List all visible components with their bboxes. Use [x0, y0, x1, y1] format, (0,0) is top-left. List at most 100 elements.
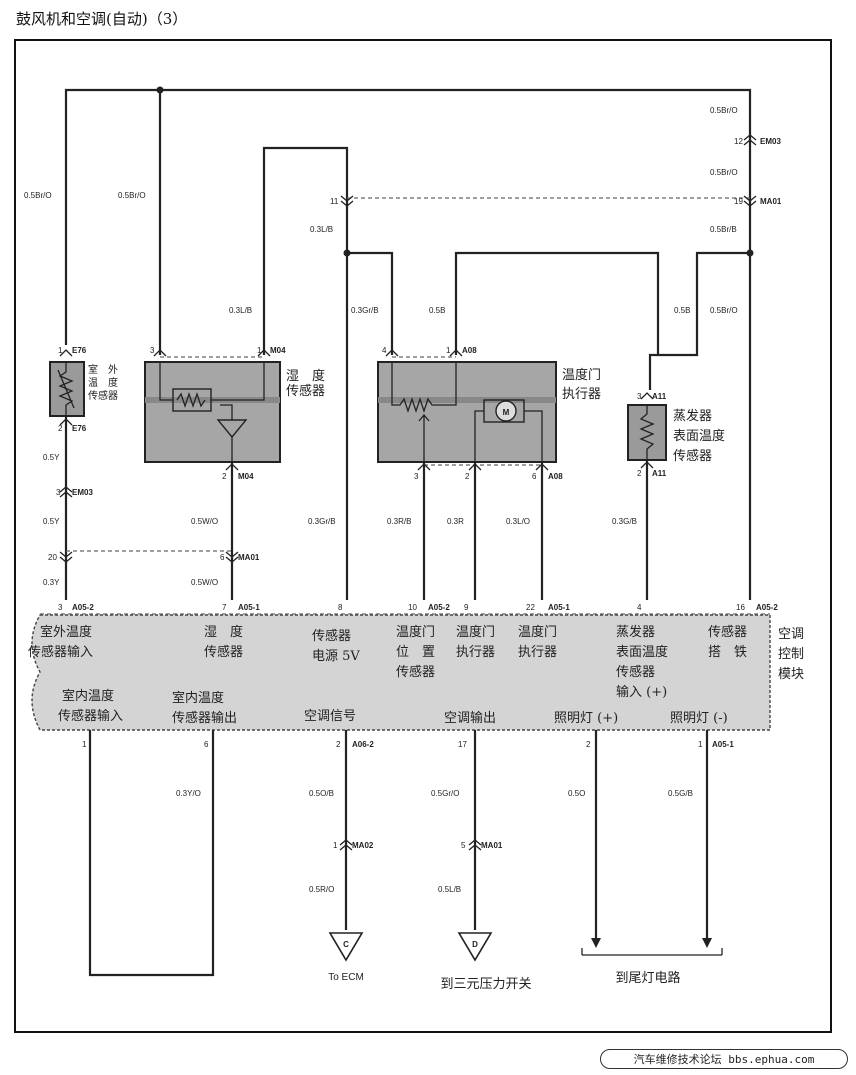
wire-label: 0.5B	[429, 306, 445, 315]
wire-label: 0.5O	[568, 789, 585, 798]
module-pin-label: 传感器	[396, 664, 435, 680]
wire-label: 0.5Gr/O	[431, 789, 459, 798]
pin-number: 2	[58, 424, 63, 433]
module-pin-label: 传感器	[616, 664, 655, 680]
module-pin-label: 温度门	[456, 624, 495, 640]
pin-number: 16	[736, 603, 745, 612]
pin-number: 9	[464, 603, 469, 612]
pin-number: 1	[698, 740, 703, 749]
outside-sensor-label: 室 外	[88, 363, 118, 376]
wire-label: 0.5W/O	[191, 578, 218, 587]
module-pin-label: 照明灯 (+)	[554, 711, 618, 726]
wire-label: 0.5W/O	[191, 517, 218, 526]
module-pin-label: 输入 (+)	[616, 684, 667, 700]
wire-label: 0.5Br/O	[710, 306, 738, 315]
pin-number: 10	[408, 603, 417, 612]
connector-id: A06-2	[352, 740, 374, 749]
bottom-wiring	[88, 730, 723, 977]
pin-number: 3	[414, 472, 419, 481]
humidity-sensor	[144, 349, 281, 600]
connector-id: A11	[652, 469, 667, 478]
wire-label: 0.3Gr/B	[351, 306, 379, 315]
connector-id: MA01	[481, 841, 503, 850]
connector-c-letter: C	[343, 940, 349, 949]
pin-number: 2	[336, 740, 341, 749]
pin-number: 1	[446, 346, 451, 355]
module-label: 控制	[778, 647, 804, 662]
humidity-sensor-label: 传感器	[286, 383, 325, 399]
temp-door-label: 温度门	[562, 367, 601, 383]
connector-id: EM03	[72, 488, 93, 497]
humidity-sensor-label: 湿 度	[286, 368, 325, 384]
wire-label: 0.5B	[674, 306, 690, 315]
connector-id: A08	[462, 346, 477, 355]
wire-label: 0.5Br/O	[24, 191, 52, 200]
wire-label: 0.5G/B	[668, 789, 693, 798]
temp-door-actuator: M	[377, 349, 557, 600]
outside-sensor-label: 传感器	[88, 389, 118, 402]
wire-label: 0.3Y	[43, 578, 60, 587]
pin-number: 3	[637, 392, 642, 401]
pin-number: 2	[637, 469, 642, 478]
connector-id: MA01	[760, 197, 782, 206]
module-text: 空调 控制 模块 室外温度 传感器输入 湿 度 传感器 传感器 电源 5V 温度…	[28, 624, 804, 726]
module-pin-label: 传感器	[204, 644, 243, 660]
module-pin-label: 表面温度	[616, 644, 668, 660]
connector-id: A11	[652, 392, 667, 401]
pin-number: 6	[532, 472, 537, 481]
evaporator-sensor	[627, 392, 667, 600]
to-taillight-label: 到尾灯电路	[615, 970, 680, 986]
pin-number: 20	[48, 553, 57, 562]
to-pressure-switch-label: 到三元压力开关	[440, 977, 531, 992]
connector-id: E76	[72, 346, 87, 355]
module-pin-label: 传感器	[312, 628, 351, 644]
wire-label: 0.5Y	[43, 453, 60, 462]
pin-number: 11	[330, 197, 339, 206]
module-pin-label: 位 置	[396, 645, 435, 660]
module-pin-label: 执行器	[518, 645, 557, 660]
pin-number: 1	[333, 841, 338, 850]
pin-number: 1	[58, 346, 63, 355]
pin-number: 1	[82, 740, 87, 749]
connector-id: A05-2	[428, 603, 450, 612]
pin-number: 1	[257, 346, 262, 355]
module-pin-label: 传感器输入	[28, 644, 93, 660]
destinations: C D To ECM 到三元压力开关 到尾灯电路	[328, 940, 680, 992]
wire-label: 0.5Br/O	[710, 168, 738, 177]
pin-number: 3	[56, 488, 61, 497]
connector-id: A05-2	[756, 603, 778, 612]
wire-label: 0.3L/O	[506, 517, 530, 526]
wire-label: 0.5Br/B	[710, 225, 737, 234]
motor-label: M	[503, 408, 510, 417]
module-pin-label: 温度门	[518, 624, 557, 640]
wire-label: 0.3Gr/B	[308, 517, 336, 526]
connector-labels: 12 EM03 11 19 MA01 1 E76 2 E76 3 1 M04 2…	[48, 137, 782, 850]
evap-sensor-label: 蒸发器	[673, 408, 712, 424]
connector-d-letter: D	[472, 940, 478, 949]
wire-label: 0.3G/B	[612, 517, 637, 526]
evap-sensor-label: 传感器	[673, 448, 712, 464]
pin-number: 19	[734, 197, 743, 206]
pin-number: 6	[204, 740, 209, 749]
module-pin-label: 温度门	[396, 624, 435, 640]
module-pin-label: 传感器输入	[58, 708, 123, 724]
pin-number: 12	[734, 137, 743, 146]
connector-id: MA02	[352, 841, 374, 850]
module-pin-label: 湿 度	[204, 624, 243, 640]
to-ecm-label: To ECM	[328, 972, 364, 983]
wire-label: 0.3R/B	[387, 517, 411, 526]
outside-sensor-label: 温 度	[88, 376, 118, 389]
connector-id: E76	[72, 424, 87, 433]
module-pin-label: 照明灯 (-)	[670, 711, 728, 726]
module-pin-label: 室内温度	[62, 688, 114, 704]
module-pin-label: 空调信号	[304, 709, 356, 724]
module-label: 模块	[778, 667, 804, 682]
wire-label: 0.5L/B	[438, 885, 461, 894]
pin-number: 2	[586, 740, 591, 749]
module-label: 空调	[778, 627, 804, 642]
pin-number: 5	[461, 841, 466, 850]
wire-label: 0.5R/O	[309, 885, 334, 894]
pin-number: 22	[526, 603, 535, 612]
module-pin-label: 室外温度	[40, 624, 92, 640]
